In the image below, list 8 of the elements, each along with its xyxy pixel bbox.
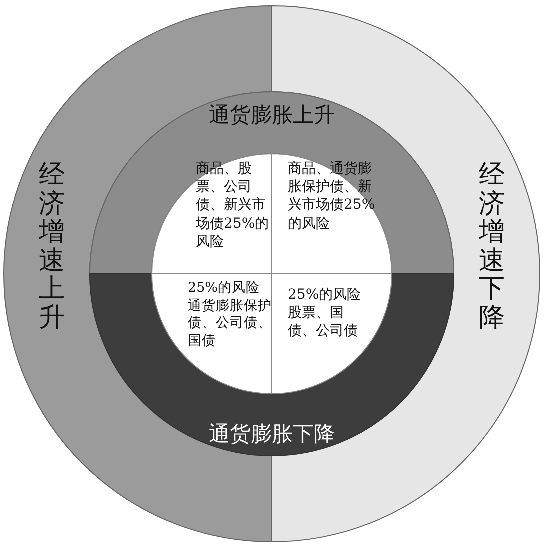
segment-label: 通货膨胀上升 xyxy=(208,102,336,129)
segment-label: 25%的风险股票、国债、公司债 xyxy=(288,286,362,341)
segment-label: 25%的风险通货膨胀保护债、公司债、国债 xyxy=(188,280,272,350)
segment-label: 经济增速下降 xyxy=(479,161,505,333)
segment-label: 经济增速上升 xyxy=(39,161,65,333)
segment-label: 通货膨胀下降 xyxy=(208,421,336,448)
segment-label: 商品、股票、公司债、新兴市场债25%的风险 xyxy=(196,160,270,251)
segment-label: 商品、通货膨胀保护债、新兴市场债25%的风险 xyxy=(288,160,376,233)
